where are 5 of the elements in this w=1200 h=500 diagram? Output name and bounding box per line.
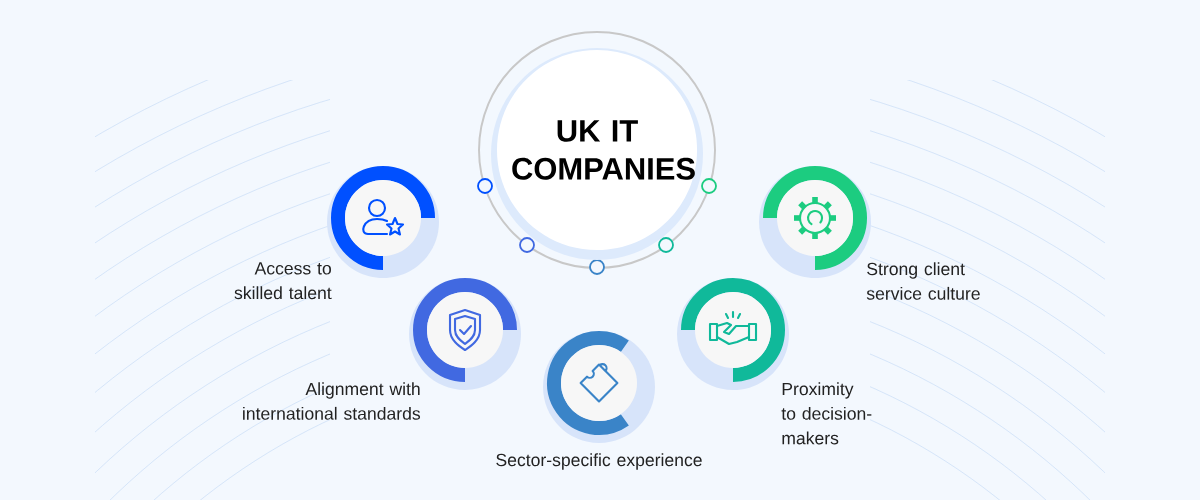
feature-label: Sector-specific experience [496,453,702,470]
feature-label: Strong client service culture [866,262,980,300]
feature-label: Proximity to decision-makers [781,382,872,445]
feature-label: Alignment with international standards [243,382,421,420]
feature-label: Access to skilled talent [234,262,332,300]
